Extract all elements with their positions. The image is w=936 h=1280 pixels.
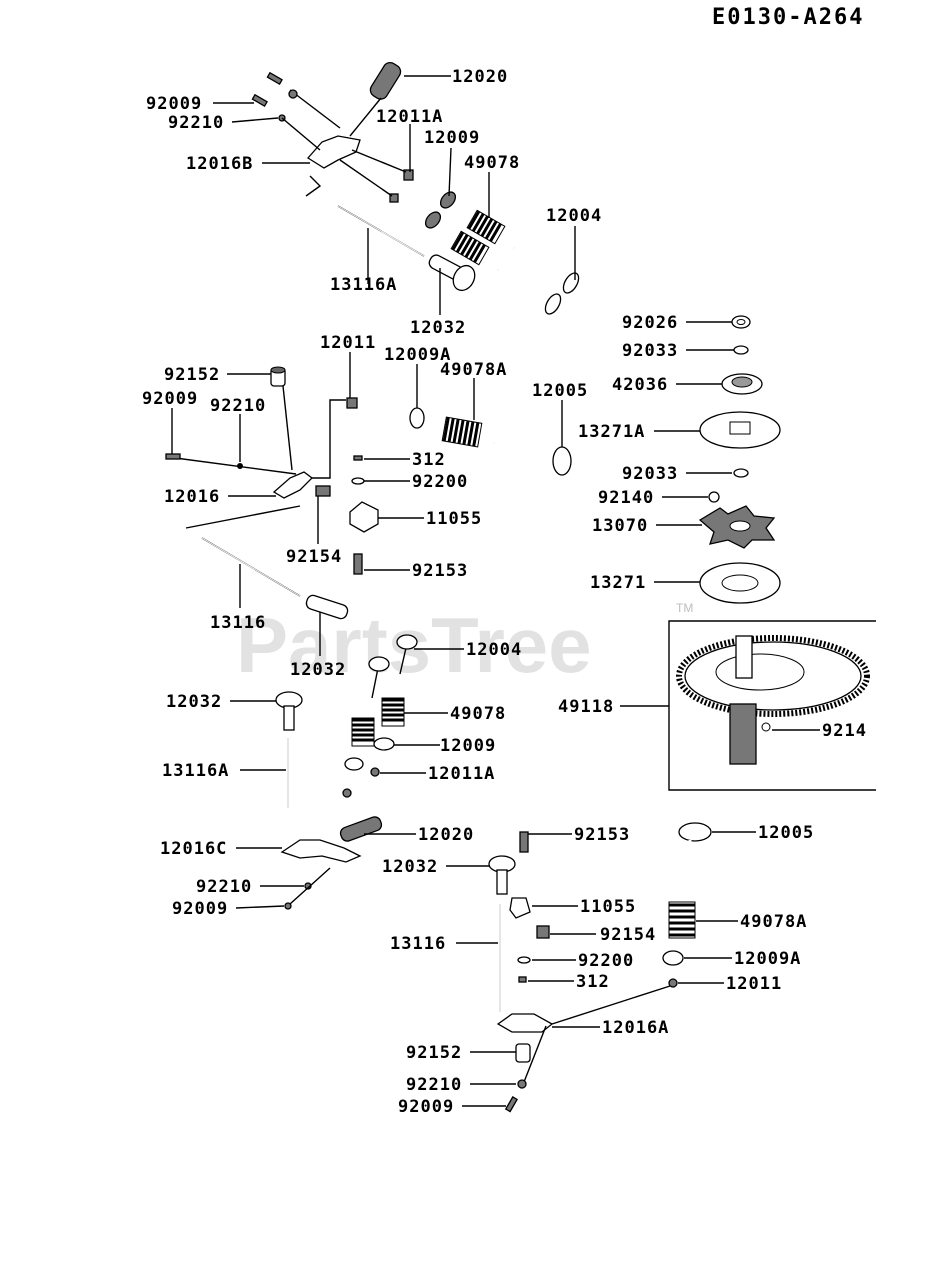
callout-92009-middle[interactable]: 92009 <box>142 389 198 409</box>
callout-49078a-middle[interactable]: 49078A <box>440 360 507 380</box>
camshaft-gear-icon <box>676 635 870 765</box>
callout-9214-clipped[interactable]: 9214 <box>822 721 867 741</box>
valve-springs-top-icon <box>424 191 506 266</box>
callout-92153-middle[interactable]: 92153 <box>412 561 468 581</box>
callout-92152-lower[interactable]: 92152 <box>406 1043 462 1063</box>
callout-92033-upper[interactable]: 92033 <box>622 341 678 361</box>
callout-11055-middle[interactable]: 11055 <box>426 509 482 529</box>
callout-49078-top[interactable]: 49078 <box>464 153 520 173</box>
callout-13116a-top[interactable]: 13116A <box>330 275 397 295</box>
callout-13271[interactable]: 13271 <box>590 573 646 593</box>
callout-12032-center[interactable]: 12032 <box>382 857 438 877</box>
callout-13271a[interactable]: 13271A <box>578 422 645 442</box>
callout-92154-middle[interactable]: 92154 <box>286 547 342 567</box>
leader-lines <box>171 75 820 1107</box>
callout-11055-lower[interactable]: 11055 <box>580 897 636 917</box>
callout-312-lower[interactable]: 312 <box>576 972 610 992</box>
callout-12004-top[interactable]: 12004 <box>546 206 602 226</box>
callout-12020-lower[interactable]: 12020 <box>418 825 474 845</box>
callout-12009a-middle[interactable]: 12009A <box>384 345 451 365</box>
callout-92009-lower-left[interactable]: 92009 <box>172 899 228 919</box>
callout-12009a-lower[interactable]: 12009A <box>734 949 801 969</box>
callout-12011-lower[interactable]: 12011 <box>726 974 782 994</box>
callout-12016a[interactable]: 12016A <box>602 1018 669 1038</box>
callout-12016[interactable]: 12016 <box>164 487 220 507</box>
callout-92033-lower[interactable]: 92033 <box>622 464 678 484</box>
callout-92210-top[interactable]: 92210 <box>168 113 224 133</box>
callout-12009-lower[interactable]: 12009 <box>440 736 496 756</box>
callout-12032-left[interactable]: 12032 <box>166 692 222 712</box>
callout-12005-middle[interactable]: 12005 <box>532 381 588 401</box>
rocker-arm-middle-icon <box>165 366 572 529</box>
callout-92200-lower[interactable]: 92200 <box>578 951 634 971</box>
callout-92153-lower[interactable]: 92153 <box>574 825 630 845</box>
callout-13116-middle[interactable]: 13116 <box>210 613 266 633</box>
callout-12004-lower[interactable]: 12004 <box>466 640 522 660</box>
callout-92210-middle[interactable]: 92210 <box>210 396 266 416</box>
callout-92152-middle[interactable]: 92152 <box>164 365 220 385</box>
callout-92009-lower[interactable]: 92009 <box>398 1097 454 1117</box>
rocker-arm-top-icon <box>251 61 414 203</box>
callout-49078-lower[interactable]: 49078 <box>450 704 506 724</box>
callout-49118[interactable]: 49118 <box>558 697 614 717</box>
push-rod-middle-icon <box>201 537 349 620</box>
callout-12032-middle[interactable]: 12032 <box>290 660 346 680</box>
callout-92140[interactable]: 92140 <box>598 488 654 508</box>
callout-312-middle[interactable]: 312 <box>412 450 446 470</box>
rocker-arm-lower-left-icon <box>275 691 383 910</box>
part-callouts: 12020 92009 92210 12011A 12009 12016B 49… <box>142 67 867 1117</box>
valve-lower-right-icon <box>662 822 712 988</box>
callout-13070[interactable]: 13070 <box>592 516 648 536</box>
callout-12005-lower[interactable]: 12005 <box>758 823 814 843</box>
callout-12032-top[interactable]: 12032 <box>410 318 466 338</box>
valves-lower-icon <box>342 634 418 798</box>
callout-13116-lower[interactable]: 13116 <box>390 934 446 954</box>
callout-12011a-lower[interactable]: 12011A <box>428 764 495 784</box>
diagram-code: E0130-A264 <box>712 5 864 30</box>
governor-parts-icon <box>698 315 781 604</box>
callout-12016c[interactable]: 12016C <box>160 839 227 859</box>
callout-92210-lower[interactable]: 92210 <box>406 1075 462 1095</box>
callout-92200-middle[interactable]: 92200 <box>412 472 468 492</box>
callout-13116a-lower[interactable]: 13116A <box>162 761 229 781</box>
bracket-middle-icon <box>315 455 379 575</box>
valves-top-icon <box>497 246 580 315</box>
callout-12011a-top[interactable]: 12011A <box>376 107 443 127</box>
tappet-top-icon <box>428 254 476 292</box>
callout-92210-lower-left[interactable]: 92210 <box>196 877 252 897</box>
callout-12020-top[interactable]: 12020 <box>452 67 508 87</box>
rocker-arm-lower-center-icon <box>488 831 671 1113</box>
callout-12016b[interactable]: 12016B <box>186 154 253 174</box>
callout-92009-top[interactable]: 92009 <box>146 94 202 114</box>
callout-12011-middle[interactable]: 12011 <box>320 333 376 353</box>
callout-92154-lower[interactable]: 92154 <box>600 925 656 945</box>
callout-92026[interactable]: 92026 <box>622 313 678 333</box>
watermark-trademark: TM <box>676 601 693 615</box>
callout-49078a-lower[interactable]: 49078A <box>740 912 807 932</box>
part-drawings <box>165 61 870 1113</box>
callout-12009-top[interactable]: 12009 <box>424 128 480 148</box>
push-rod-top-icon <box>337 205 425 257</box>
callout-42036[interactable]: 42036 <box>612 375 668 395</box>
